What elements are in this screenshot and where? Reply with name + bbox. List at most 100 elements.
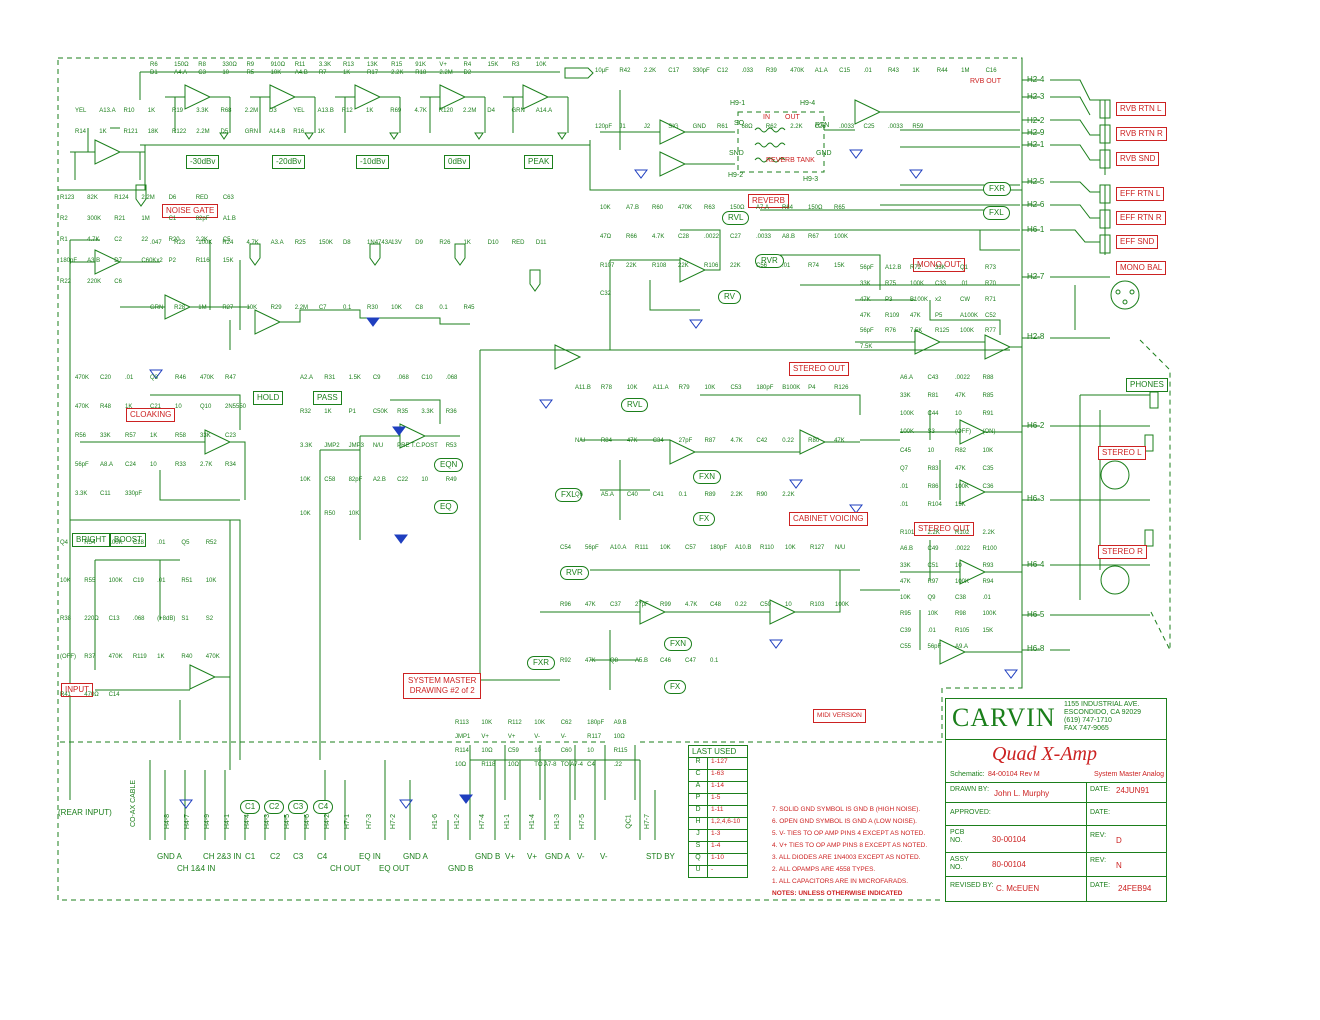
ground-symbols <box>149 149 1018 809</box>
component-designator: .0022 <box>704 233 720 240</box>
reverb-tank-label: REVERB TANK <box>766 157 815 164</box>
last-used-key: S <box>689 842 708 853</box>
component-designator: R97 <box>927 578 939 585</box>
component-designator: 1M <box>141 216 150 222</box>
component-designator: R87 <box>704 438 716 445</box>
component-designator: 100K <box>834 233 849 240</box>
net-eq-in: EQ IN <box>359 852 381 861</box>
component-designator: R40 <box>181 654 193 660</box>
component-designator: R59 <box>912 124 924 130</box>
component-designator: 2.2M <box>196 129 210 135</box>
component-designator: V+ <box>507 734 516 740</box>
conn-h1-3: H1-3 <box>554 813 562 830</box>
conn-h4-3: H4-3 <box>264 813 272 830</box>
boost-label: BOOST <box>110 533 147 547</box>
component-designator: R52 <box>205 540 217 546</box>
component-designator: A12.B <box>885 265 902 271</box>
component-designator: GRN <box>150 305 164 311</box>
component-designator: (OFF) <box>955 429 971 436</box>
component-designator: 2.2M <box>294 305 309 311</box>
component-designator: V+ <box>439 62 447 68</box>
component-designator: R13 <box>342 62 354 68</box>
conn-h7-3: H7-3 <box>366 813 374 830</box>
component-designator: 2.2M <box>463 108 477 114</box>
component-designator: 150Ω <box>730 205 745 211</box>
component-designator: 470K <box>108 654 123 660</box>
component-designator: R119 <box>132 654 147 660</box>
component-designator: C7 <box>318 305 327 311</box>
tank-in-label: IN <box>763 114 770 121</box>
component-designator: R43 <box>887 68 899 74</box>
component-designator: A11.B <box>575 385 591 391</box>
component-designator: 10 <box>175 404 182 410</box>
last-used-range: 1,2,4,6-10 <box>711 818 741 825</box>
component-designator: 1K <box>317 129 325 135</box>
conn-h4-9: H4-9 <box>204 813 212 830</box>
component-designator: R5 <box>246 70 255 76</box>
net-c2: C2 <box>270 852 281 861</box>
component-designator: 1M <box>961 68 970 74</box>
component-designator: 1K <box>366 108 374 114</box>
last-used-key: H <box>689 818 708 829</box>
component-designator: C60Kx2 <box>141 258 163 264</box>
component-designator: 47Ω <box>600 233 612 240</box>
last-used-key: A <box>689 782 708 793</box>
component-designator: 82pF <box>348 477 363 483</box>
rear-input-label: (REAR INPUT) <box>58 808 112 817</box>
component-designator: 10K <box>535 62 547 68</box>
component-designator: D1 <box>150 70 158 76</box>
component-designator: R111 <box>635 545 649 551</box>
pcb-rev-label: REV: <box>1090 832 1107 839</box>
conn-h4-1: H4-1 <box>224 813 232 830</box>
conn-h6-3: H6-3 <box>1027 494 1045 503</box>
component-designator: .0033 <box>839 124 855 130</box>
component-designator: 1N4743A <box>367 240 393 246</box>
component-designator: 10μF <box>595 68 609 74</box>
component-designator: R57 <box>125 433 137 439</box>
component-designator: C63 <box>222 195 234 201</box>
component-designator: C51 <box>927 562 939 569</box>
component-designator: R95 <box>900 611 912 618</box>
component-designator: 100K <box>198 240 213 246</box>
gnd-label: GND <box>816 150 832 157</box>
component-designator: R82 <box>955 447 967 454</box>
component-designator: R60 <box>652 205 664 211</box>
component-designator: R50 <box>324 511 336 517</box>
component-designator: 1.5K <box>348 375 361 381</box>
cabinet-voicing-left <box>580 394 861 520</box>
component-designator: C21 <box>150 404 162 410</box>
component-designator: C24 <box>125 462 137 468</box>
component-designator: 330pF <box>125 491 143 497</box>
tank-out-label: OUT <box>785 114 800 121</box>
drawing-label-line2: DRAWING #2 of 2 <box>409 686 475 695</box>
component-designator: R8 <box>198 62 206 68</box>
component-designator: R73 <box>985 265 997 271</box>
reverb-label: REVERB <box>748 194 789 208</box>
component-designator: R110 <box>760 545 774 551</box>
preamp-input-circuit <box>94 559 231 740</box>
component-designator: RED <box>511 240 525 246</box>
component-designator: 10Ω <box>481 748 493 754</box>
component-designator: 2.2K <box>782 491 795 498</box>
component-designator: 10 <box>587 748 594 754</box>
component-designator: R116 <box>195 258 210 264</box>
component-designator: (+8dB) <box>157 616 176 622</box>
component-designator: R17 <box>367 70 379 76</box>
component-designator: 3.3K <box>75 491 88 497</box>
component-designator: 1K <box>324 409 332 415</box>
component-designator: C52 <box>985 312 997 319</box>
net-c1: C1 <box>245 852 256 861</box>
component-designator: CW <box>960 296 970 303</box>
note-2: 2. ALL OPAMPS ARE 4558 TYPES. <box>772 866 876 873</box>
drawing-label-line1: SYSTEM MASTER <box>408 676 477 685</box>
component-designator: S3 <box>927 429 935 436</box>
component-designator: 10 <box>222 70 230 76</box>
component-designator: .033 <box>741 68 754 74</box>
component-designator: P2 <box>168 258 176 264</box>
net-eqn: EQN <box>434 458 464 472</box>
conn-h6-1: H6-1 <box>1027 225 1045 234</box>
revised-by-label: REVISED BY: <box>950 882 994 889</box>
component-designator: 2.2K <box>643 68 657 74</box>
component-designator: SIG <box>668 124 679 130</box>
last-used-key: R <box>689 758 708 769</box>
